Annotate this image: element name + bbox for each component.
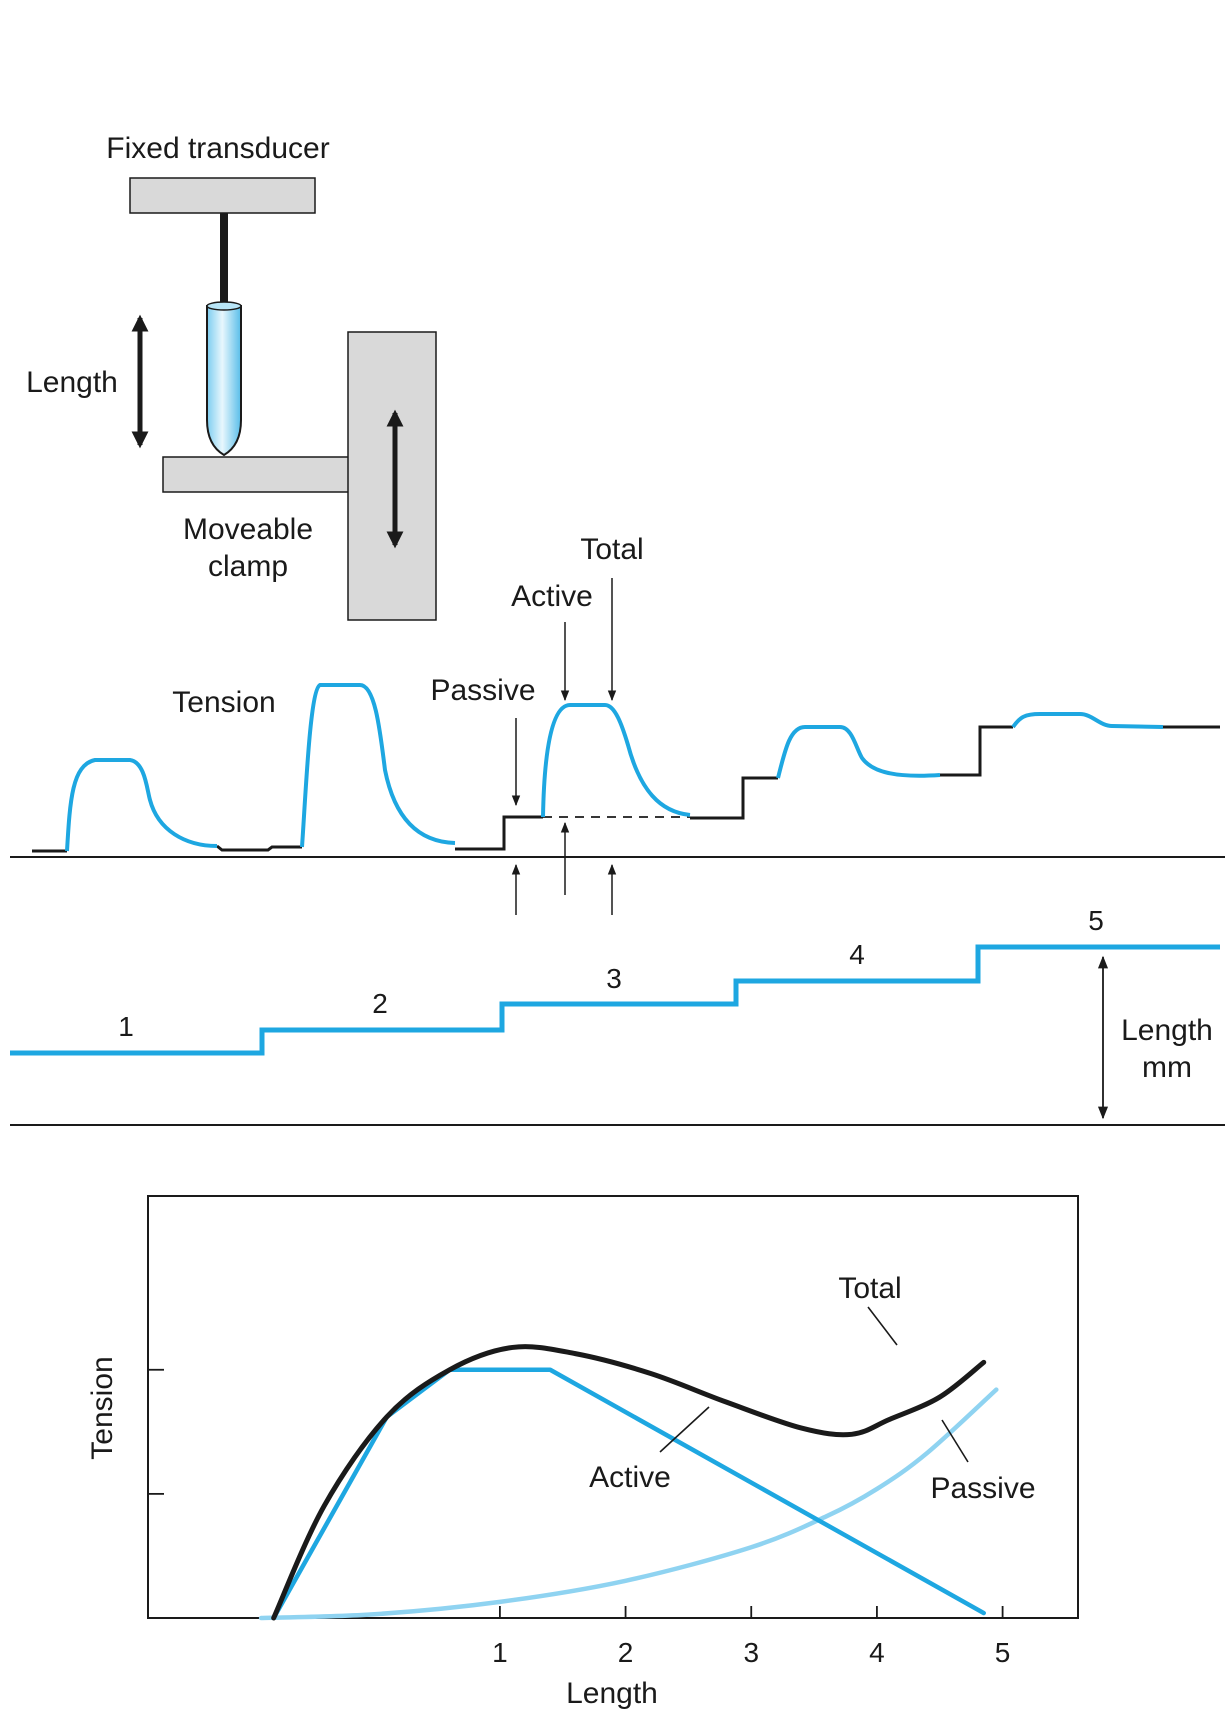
passive-step-segments [32, 725, 1220, 853]
length-step-4: 4 [849, 939, 865, 970]
series-active-leader [659, 1406, 710, 1453]
x-tick-label-5: 5 [995, 1637, 1011, 1668]
x-axis-label: Length [566, 1677, 658, 1710]
specimen-top [206, 301, 242, 311]
tension-traces: Tension Passive [10, 533, 1225, 915]
length-step-line [10, 944, 1220, 1056]
fixed-transducer-label: Fixed transducer [106, 132, 329, 165]
annotation-arrows [511, 578, 617, 915]
twitch-curves [65, 683, 1164, 852]
length-trace: 1 2 3 4 5 Length mm [10, 905, 1225, 1126]
x-tick-label-2: 2 [618, 1637, 634, 1668]
twitch-2 [300, 683, 456, 848]
clamp-arm [162, 456, 351, 493]
fixed-transducer-plate [129, 177, 316, 214]
series-passive-leader [941, 1419, 969, 1463]
total-arrow-label: Total [580, 533, 643, 566]
twitch-5 [1011, 712, 1164, 729]
x-tick-label-1: 1 [492, 1637, 508, 1668]
clamp-slider-block [347, 331, 437, 621]
series-active-label: Active [589, 1461, 671, 1494]
x-tick-label-3: 3 [743, 1637, 759, 1668]
y-axis-label: Tension [86, 1356, 119, 1459]
series-passive-label: Passive [930, 1472, 1035, 1505]
length-step-3: 3 [606, 963, 622, 994]
moveable-clamp-label-line1: Moveable [183, 513, 313, 546]
series-total-leader [867, 1306, 898, 1346]
length-label: Length [26, 366, 118, 399]
series-total-label: Total [838, 1272, 901, 1305]
apparatus: Fixed transducer Length Moveable clamp [26, 132, 437, 621]
passive-arrow-label: Passive [430, 674, 535, 707]
series-passive-line [258, 1387, 999, 1621]
twitch-1 [65, 758, 218, 852]
length-step-2: 2 [372, 988, 388, 1019]
length-mm-label-line2: mm [1142, 1051, 1192, 1084]
active-arrow-label: Active [511, 580, 593, 613]
length-mm-label-line1: Length [1121, 1014, 1213, 1047]
length-step-5: 5 [1088, 905, 1104, 936]
tension-label: Tension [172, 686, 275, 719]
plot-frame [147, 1195, 1079, 1619]
series-total-line [271, 1344, 987, 1621]
twitch-4 [776, 725, 941, 779]
x-tick-label-4: 4 [869, 1637, 885, 1668]
length-step-1: 1 [118, 1011, 134, 1042]
twitch-3 [541, 703, 691, 818]
moveable-clamp-label-line2: clamp [208, 550, 288, 583]
muscle-specimen [206, 305, 242, 457]
